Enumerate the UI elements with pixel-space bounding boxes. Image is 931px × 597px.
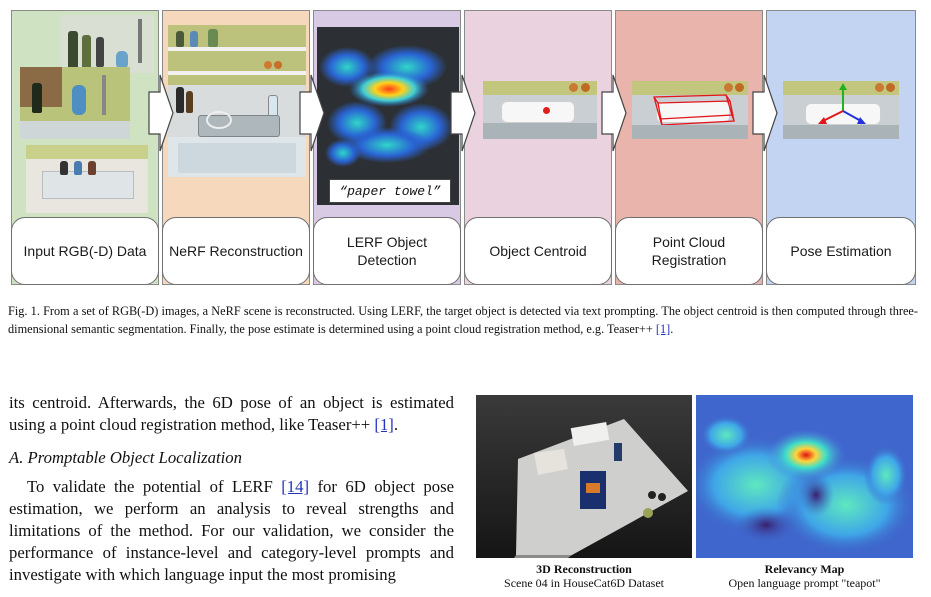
pose-axes-overlay <box>818 83 866 124</box>
relevancy-subtitle: Open language prompt "teapot" <box>728 576 881 590</box>
stage-pose-label: Pose Estimation <box>766 217 916 285</box>
figure-caption: Fig. 1. From a set of RGB(-D) images, a … <box>8 302 918 338</box>
reconstruction-image <box>476 395 692 558</box>
stage-registration-label: Point Cloud Registration <box>615 217 763 285</box>
centroid-image <box>483 81 597 139</box>
reconstruction-title: 3D Reconstruction <box>536 562 632 576</box>
stage-object-centroid: Object Centroid <box>464 10 612 285</box>
stage-point-cloud-registration: Point Cloud Registration <box>615 10 763 285</box>
pipeline-figure: Input RGB(-D) Data NeRF Reconstruction <box>11 10 916 285</box>
bounding-box-overlay <box>653 94 735 126</box>
stage-input-data-label: Input RGB(-D) Data <box>11 217 159 285</box>
paragraph-1-text: its centroid. Afterwards, the 6D pose of… <box>9 393 454 434</box>
paragraph-2-text-a: To validate the potential of LERF <box>27 477 282 496</box>
citation-link[interactable]: [14] <box>281 477 310 496</box>
citation-link[interactable]: [1] <box>374 415 394 434</box>
relevancy-heatmap <box>696 395 913 558</box>
stage-lerf-detection: “paper towel” LERF Object Detection <box>313 10 461 285</box>
stage-centroid-label: Object Centroid <box>464 217 612 285</box>
body-text-column: its centroid. Afterwards, the 6D pose of… <box>9 392 454 586</box>
caption-end: . <box>670 322 674 336</box>
text-prompt-box: “paper towel” <box>329 179 451 203</box>
input-images-collage <box>12 11 158 216</box>
centroid-marker <box>543 107 550 114</box>
stage-nerf-reconstruction: NeRF Reconstruction <box>162 10 310 285</box>
lerf-relevancy-image: “paper towel” <box>317 27 459 205</box>
arrow-right-icon <box>299 74 325 152</box>
reconstruction-scene <box>476 395 692 558</box>
paragraph-1: its centroid. Afterwards, the 6D pose of… <box>9 392 454 436</box>
registration-image <box>632 81 748 139</box>
caption-citation-link[interactable]: [1] <box>655 322 671 336</box>
stage-input-data: Input RGB(-D) Data <box>11 10 159 285</box>
relevancy-title: Relevancy Map <box>764 562 845 576</box>
paragraph-1-end: . <box>393 415 399 434</box>
lerf-heatmap-overlay <box>317 27 459 205</box>
relevancy-map-image <box>696 395 913 558</box>
stage-pose-estimation: Pose Estimation <box>766 10 916 285</box>
reconstruction-subtitle: Scene 04 in HouseCat6D Dataset <box>504 576 664 590</box>
arrow-right-icon <box>148 74 174 152</box>
nerf-render-image <box>168 25 306 177</box>
relevancy-caption: Relevancy Map Open language prompt "teap… <box>696 562 913 590</box>
stage-lerf-label: LERF Object Detection <box>313 217 461 285</box>
arrow-right-icon <box>752 74 778 152</box>
arrow-right-icon <box>450 74 476 152</box>
subsection-heading: A. Promptable Object Localization <box>9 448 242 467</box>
paragraph-2: To validate the potential of LERF [14] f… <box>9 476 454 586</box>
stage-nerf-label: NeRF Reconstruction <box>162 217 310 285</box>
paragraph-2-text-b: for 6D object pose estimation, we perfor… <box>9 477 454 584</box>
reconstruction-caption: 3D Reconstruction Scene 04 in HouseCat6D… <box>476 562 692 590</box>
arrow-right-icon <box>601 74 627 152</box>
pose-image <box>783 81 899 139</box>
caption-text: Fig. 1. From a set of RGB(-D) images, a … <box>8 304 918 336</box>
